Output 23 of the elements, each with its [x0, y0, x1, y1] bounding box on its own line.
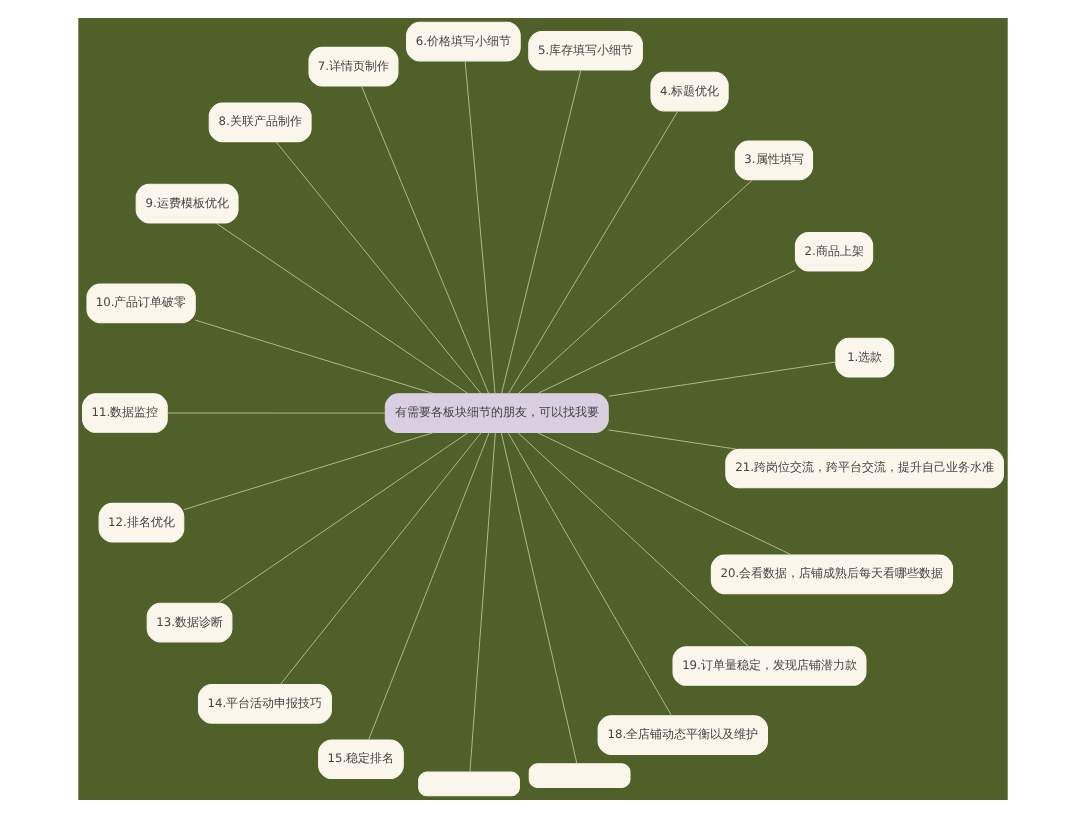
connector — [608, 428, 737, 449]
connector — [517, 431, 749, 646]
connector — [469, 431, 496, 772]
node-box — [418, 770, 520, 796]
connector — [507, 431, 672, 716]
connector — [166, 411, 386, 413]
connector — [536, 430, 793, 555]
connector — [275, 140, 482, 393]
connector — [215, 221, 469, 394]
node-box — [528, 762, 631, 787]
connector — [501, 68, 582, 393]
connector — [464, 59, 496, 394]
connector — [517, 178, 753, 394]
connector — [608, 360, 836, 396]
connector — [183, 430, 435, 509]
connector — [217, 430, 469, 603]
connector — [536, 268, 796, 394]
connector — [361, 84, 490, 393]
connector — [368, 431, 490, 740]
connector — [508, 109, 679, 393]
connector — [195, 318, 435, 394]
connector — [280, 431, 482, 684]
connector — [500, 431, 578, 764]
